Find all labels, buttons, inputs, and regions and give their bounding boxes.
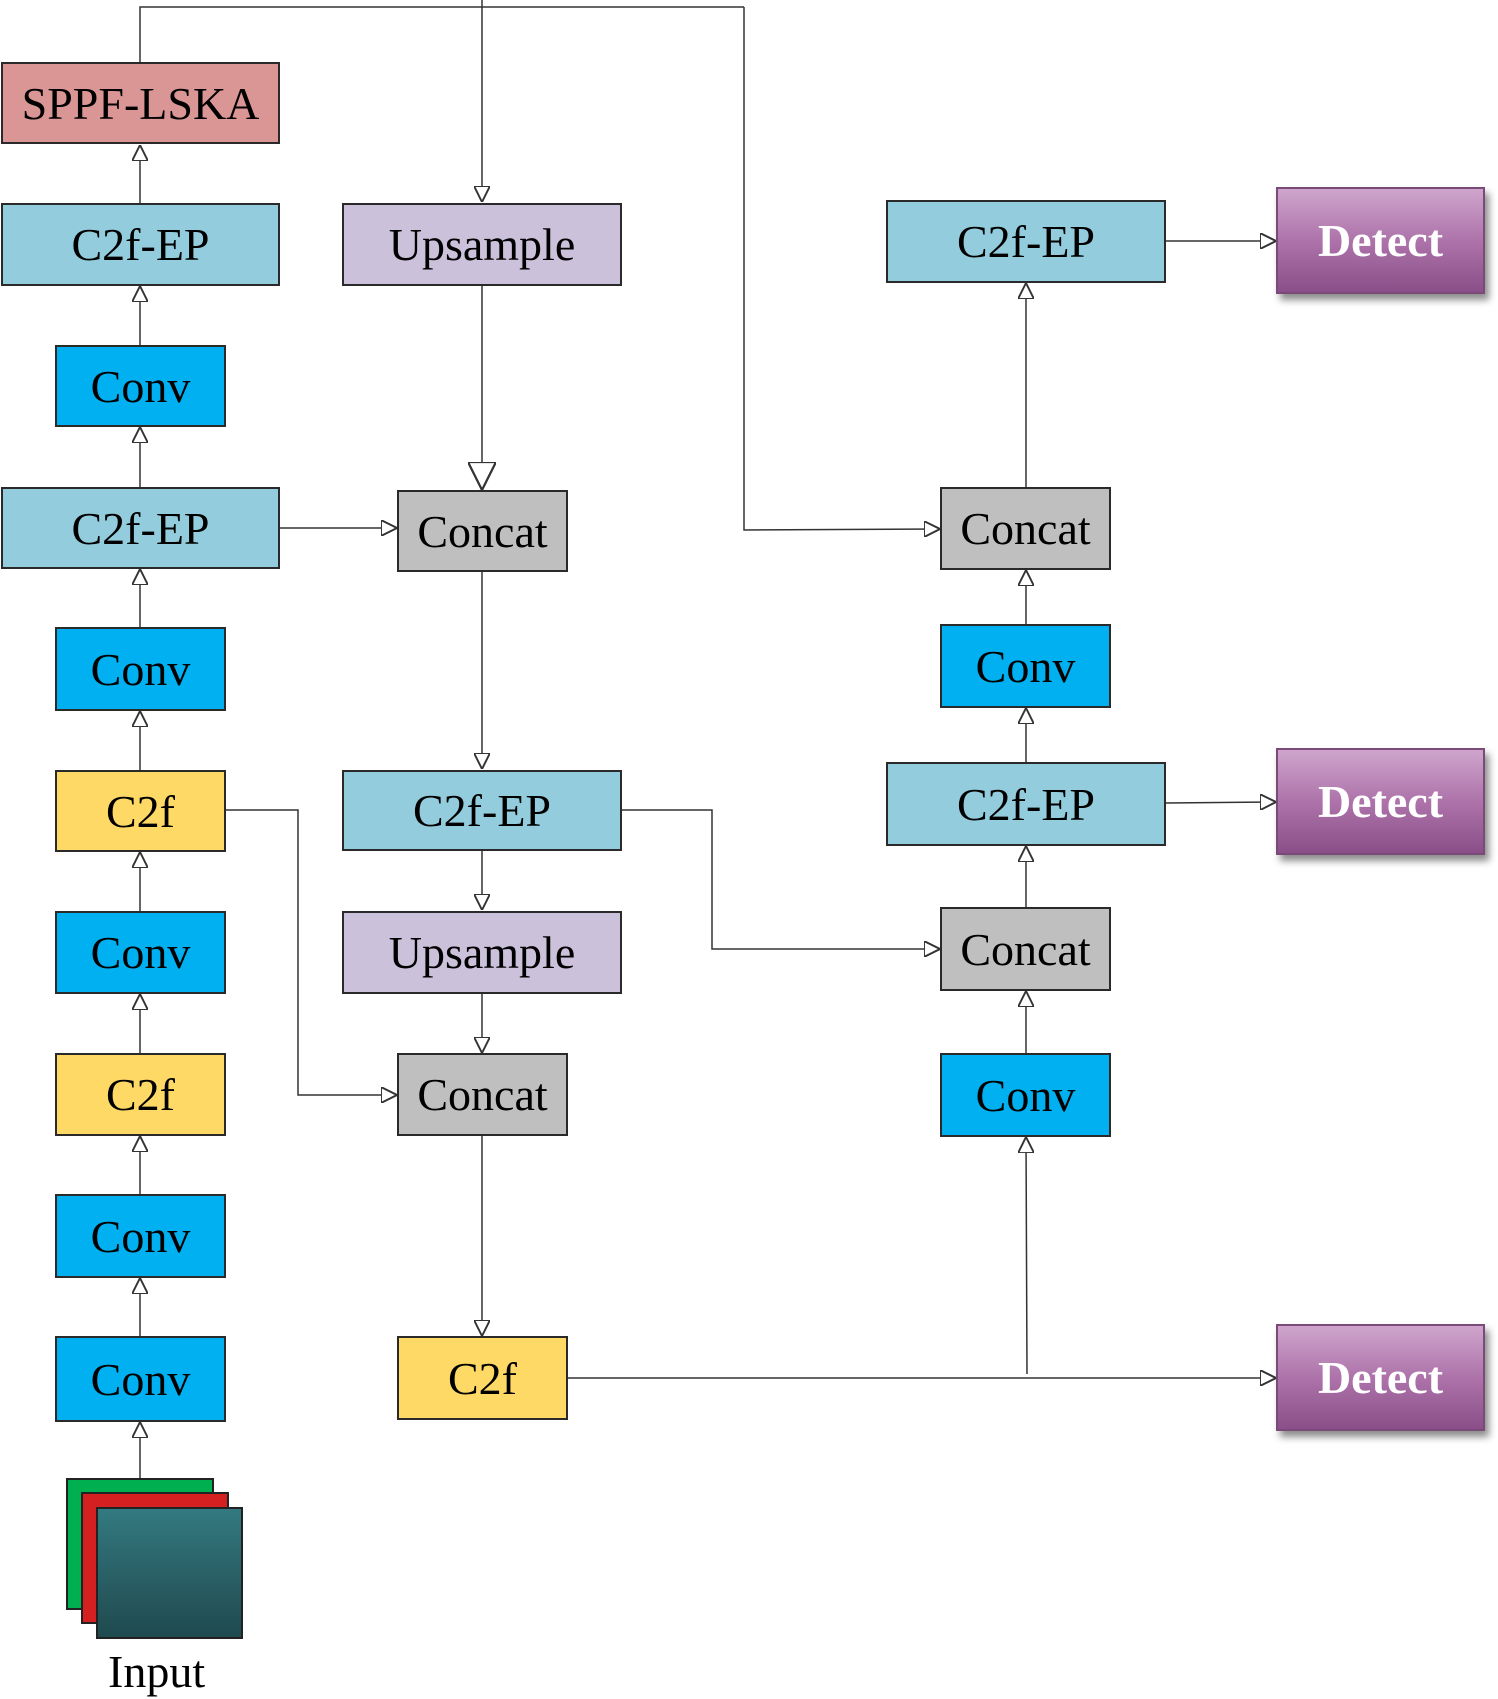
edge-c2fep-concat-mid <box>622 809 940 949</box>
conv-block: Conv <box>55 1194 226 1278</box>
c2f-ep-block: C2f-EP <box>886 762 1166 846</box>
conv-block: Conv <box>55 627 226 711</box>
detect-head-medium: Detect <box>1276 748 1485 855</box>
upsample-block: Upsample <box>342 203 622 286</box>
c2f-block: C2f <box>55 1053 226 1136</box>
edge-sppf-top-line <box>139 6 744 62</box>
c2f-block: C2f <box>397 1336 568 1420</box>
conv-block: Conv <box>55 911 226 994</box>
concat-block: Concat <box>397 490 568 572</box>
c2f-ep-block: C2f-EP <box>342 770 622 851</box>
conv-block: Conv <box>55 1336 226 1422</box>
edge-c2f2-concat2 <box>226 809 397 1095</box>
sppf-lska-block: SPPF-LSKA <box>1 62 280 144</box>
c2f-ep-block: C2f-EP <box>1 487 280 569</box>
c2f-block: C2f <box>55 770 226 852</box>
detect-head-large: Detect <box>1276 187 1485 294</box>
detect-head-small: Detect <box>1276 1324 1485 1431</box>
edge-c2fep-detect-medium <box>1165 802 1276 803</box>
edge-c2f-conv-bottom <box>1026 1137 1027 1375</box>
input-channel-teal <box>96 1507 243 1639</box>
conv-block: Conv <box>55 345 226 427</box>
concat-block: Concat <box>397 1053 568 1136</box>
concat-block: Concat <box>940 907 1111 991</box>
concat-block: Concat <box>940 487 1111 570</box>
c2f-ep-block: C2f-EP <box>1 203 280 286</box>
input-label: Input <box>108 1646 206 1697</box>
c2f-ep-block: C2f-EP <box>886 200 1166 283</box>
conv-block: Conv <box>940 624 1111 708</box>
conv-block: Conv <box>940 1053 1111 1137</box>
upsample-block: Upsample <box>342 911 622 994</box>
edge-sppf-to-concat-top <box>743 7 940 530</box>
